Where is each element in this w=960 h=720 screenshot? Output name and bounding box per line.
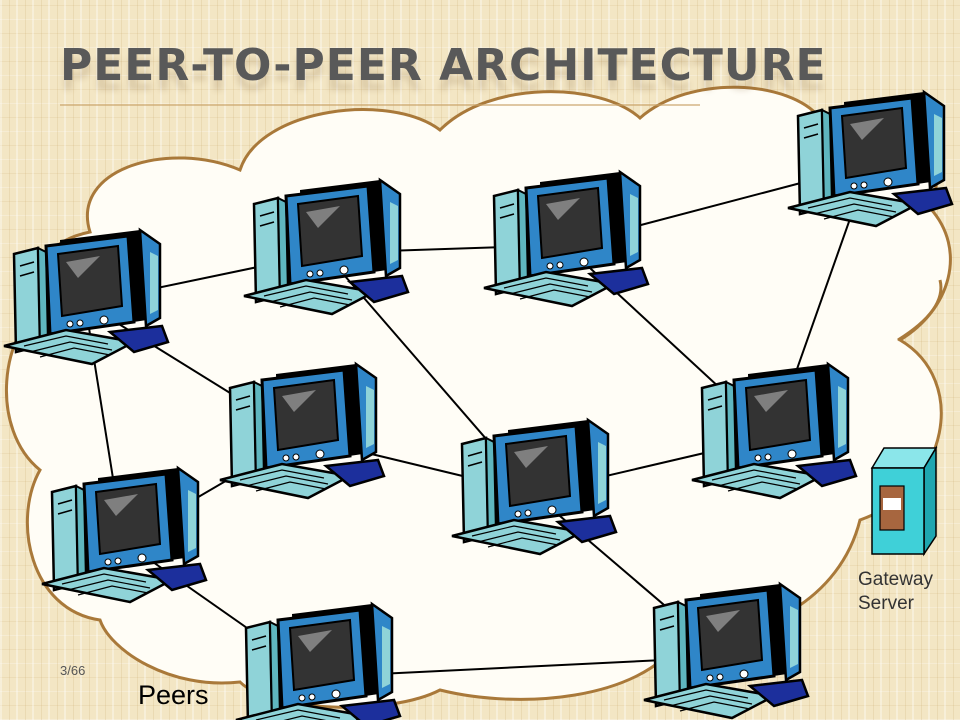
gateway-label-line2: Server bbox=[858, 593, 914, 614]
peer-8-computer-icon bbox=[40, 466, 208, 604]
peer-4-computer-icon bbox=[786, 90, 954, 228]
peer-7-computer-icon bbox=[690, 362, 858, 500]
slide-number: 3/66 bbox=[60, 663, 86, 678]
peer-1-computer-icon bbox=[2, 228, 170, 366]
title-underline bbox=[60, 104, 700, 106]
peer-5-computer-icon bbox=[218, 362, 386, 500]
peer-3-computer-icon bbox=[482, 170, 650, 308]
gateway-server-icon bbox=[870, 445, 938, 557]
peers-label: Peers bbox=[138, 680, 209, 710]
peer-6-computer-icon bbox=[450, 418, 618, 556]
gateway-server-label: Gateway Server bbox=[858, 568, 954, 616]
slide-title: PEER-TO-PEER ARCHITECTURE bbox=[60, 40, 827, 91]
peer-10-computer-icon bbox=[642, 582, 810, 720]
cloud-fold bbox=[897, 279, 943, 342]
peer-2-computer-icon bbox=[242, 178, 410, 316]
gateway-label-line1: Gateway bbox=[858, 569, 933, 590]
